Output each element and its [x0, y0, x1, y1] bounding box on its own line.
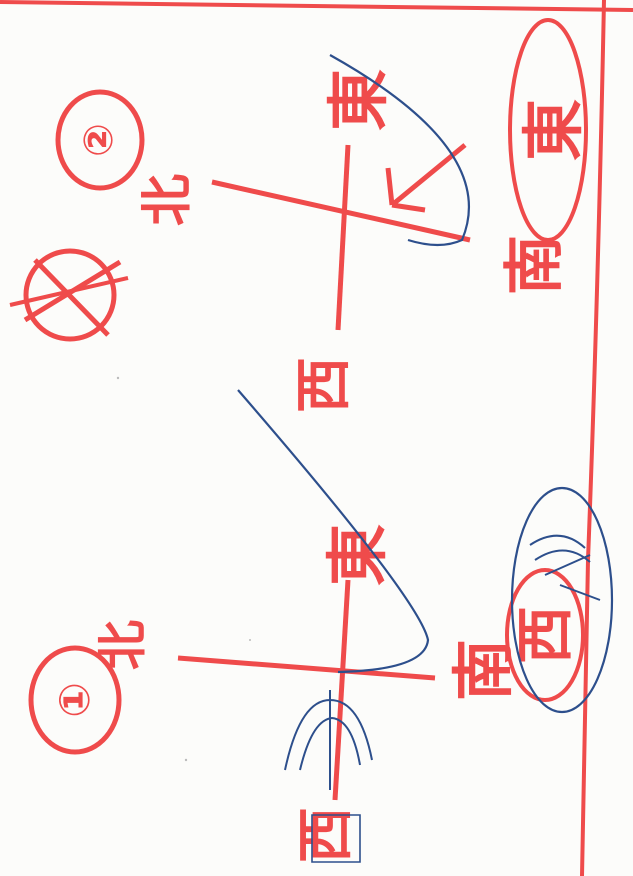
top-border-line [0, 2, 633, 10]
crossed-out-circle-icon [10, 251, 128, 339]
diagram-1-number: ① [50, 682, 99, 718]
diagram-2-east-label: 東 [322, 69, 395, 131]
diagram-2-south-annotation: 東 [517, 99, 590, 161]
diagram-1-south-annotation: 西 [511, 606, 579, 664]
diagram-1-annotation-blue-circle [512, 488, 612, 712]
diagram-2-north-label: 北 [138, 174, 198, 226]
diagram-2-west-label: 西 [292, 357, 357, 413]
circled-number-icon: ② [58, 92, 142, 188]
diagram-1-ns-axis [178, 658, 435, 678]
diagram-1-north-label: 北 [94, 620, 152, 670]
diagram-1-shadow-marks [285, 690, 372, 790]
diagram-2-ew-axis [338, 145, 348, 330]
diagram-2: ② 北 東 西 南 東 [10, 20, 590, 413]
diagram-1: ① 北 東 西 南 西 [31, 390, 612, 863]
diagram-2-number: ② [76, 123, 122, 157]
curved-arrow-icon [388, 145, 465, 210]
paper-specks [117, 377, 251, 761]
diagram-2-south-label: 南 [500, 235, 570, 295]
diagram-1-ew-axis [335, 580, 348, 800]
